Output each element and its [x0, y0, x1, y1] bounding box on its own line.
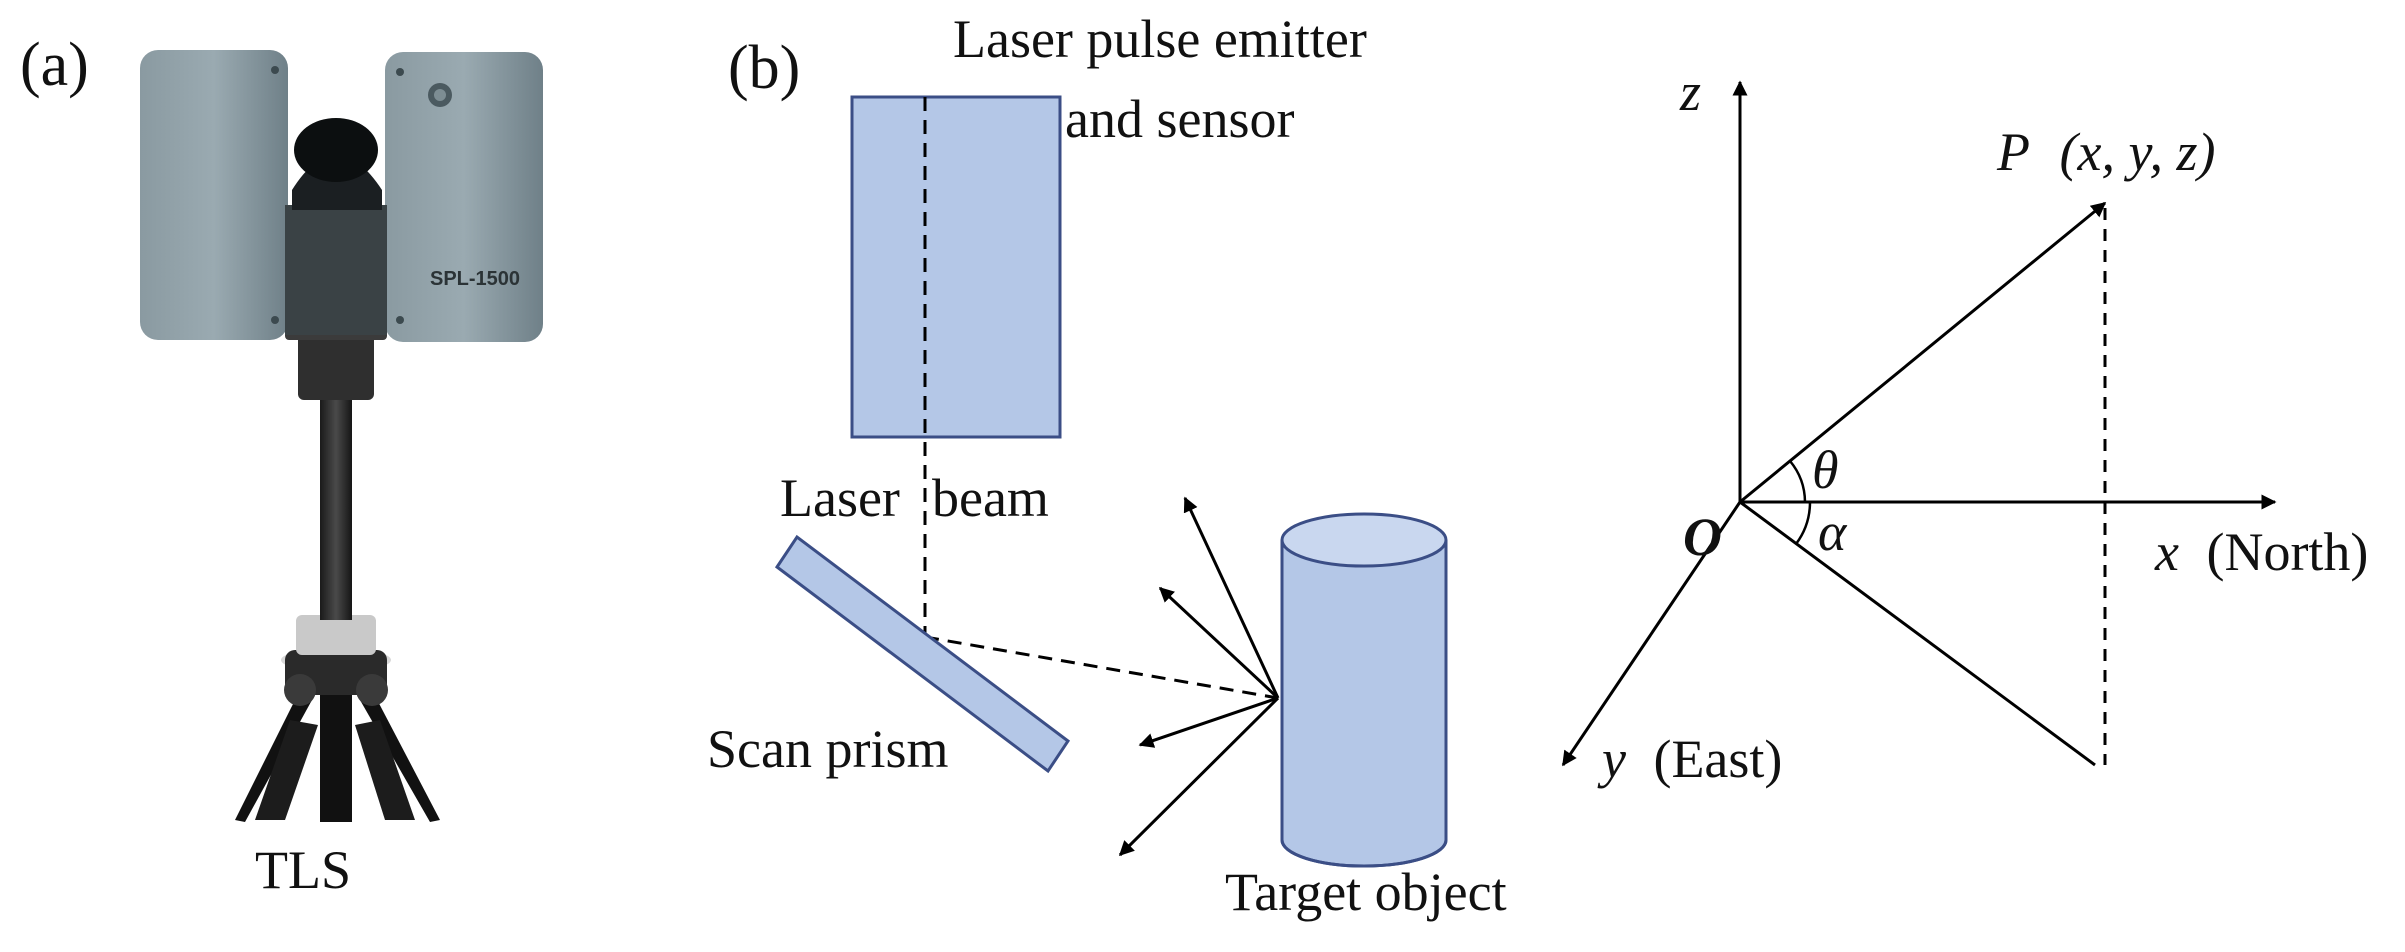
- x-axis-label: x (North): [2154, 522, 2368, 582]
- y-axis-label: y (East): [1597, 729, 1782, 789]
- x-axis-var: x: [2154, 522, 2179, 582]
- y-axis-var: y: [1597, 729, 1626, 789]
- panel-b: (b) Laser pulse emitter and sensor Laser…: [707, 9, 1507, 922]
- y-axis: [1561, 501, 1742, 767]
- device-label: TLS: [255, 840, 351, 900]
- target-object-cylinder: [1280, 512, 1448, 868]
- theta-arc: [1789, 460, 1807, 503]
- y-axis-dir: (East): [1653, 729, 1782, 789]
- beam-label-part1: Laser: [780, 468, 900, 528]
- laser-beam-to-target: [924, 635, 1279, 700]
- reflected-ray-4: [1118, 696, 1280, 857]
- panel-a-label: (a): [20, 31, 89, 99]
- reflected-ray-1: [1183, 496, 1280, 699]
- coordinate-system: z O θ α P (x, y, z) x (North) y (East): [1561, 62, 2368, 789]
- emitter-label-line1: Laser pulse emitter: [953, 9, 1367, 69]
- tls-scanner-image: SPL-1500: [140, 50, 543, 822]
- x-axis-dir: (North): [2206, 522, 2368, 582]
- prism-label: Scan prism: [707, 719, 948, 779]
- z-axis-label: z: [1679, 62, 1701, 122]
- reflected-ray-3: [1138, 696, 1279, 748]
- reflected-rays: [1118, 496, 1280, 857]
- vector-OP: [1739, 201, 2107, 504]
- panel-a: (a): [20, 31, 543, 900]
- point-P-name: P: [1996, 122, 2030, 182]
- device-model-text: SPL-1500: [430, 268, 520, 290]
- point-P-label: P (x, y, z): [1996, 122, 2215, 182]
- emitter-label-line2: and sensor: [1065, 89, 1294, 149]
- point-P-coords: (x, y, z): [2060, 122, 2216, 182]
- projection-line: [1739, 500, 2096, 767]
- theta-label: θ: [1812, 440, 1839, 500]
- scan-prism: [774, 534, 1071, 774]
- panel-b-label: (b): [728, 34, 800, 102]
- target-label: Target object: [1225, 862, 1507, 922]
- alpha-label: α: [1818, 502, 1848, 562]
- beam-label-part2: beam: [932, 468, 1049, 528]
- emitter-box: [850, 95, 1062, 439]
- alpha-arc: [1794, 501, 1812, 545]
- origin-label: O: [1683, 507, 1722, 567]
- reflected-ray-2: [1158, 586, 1280, 700]
